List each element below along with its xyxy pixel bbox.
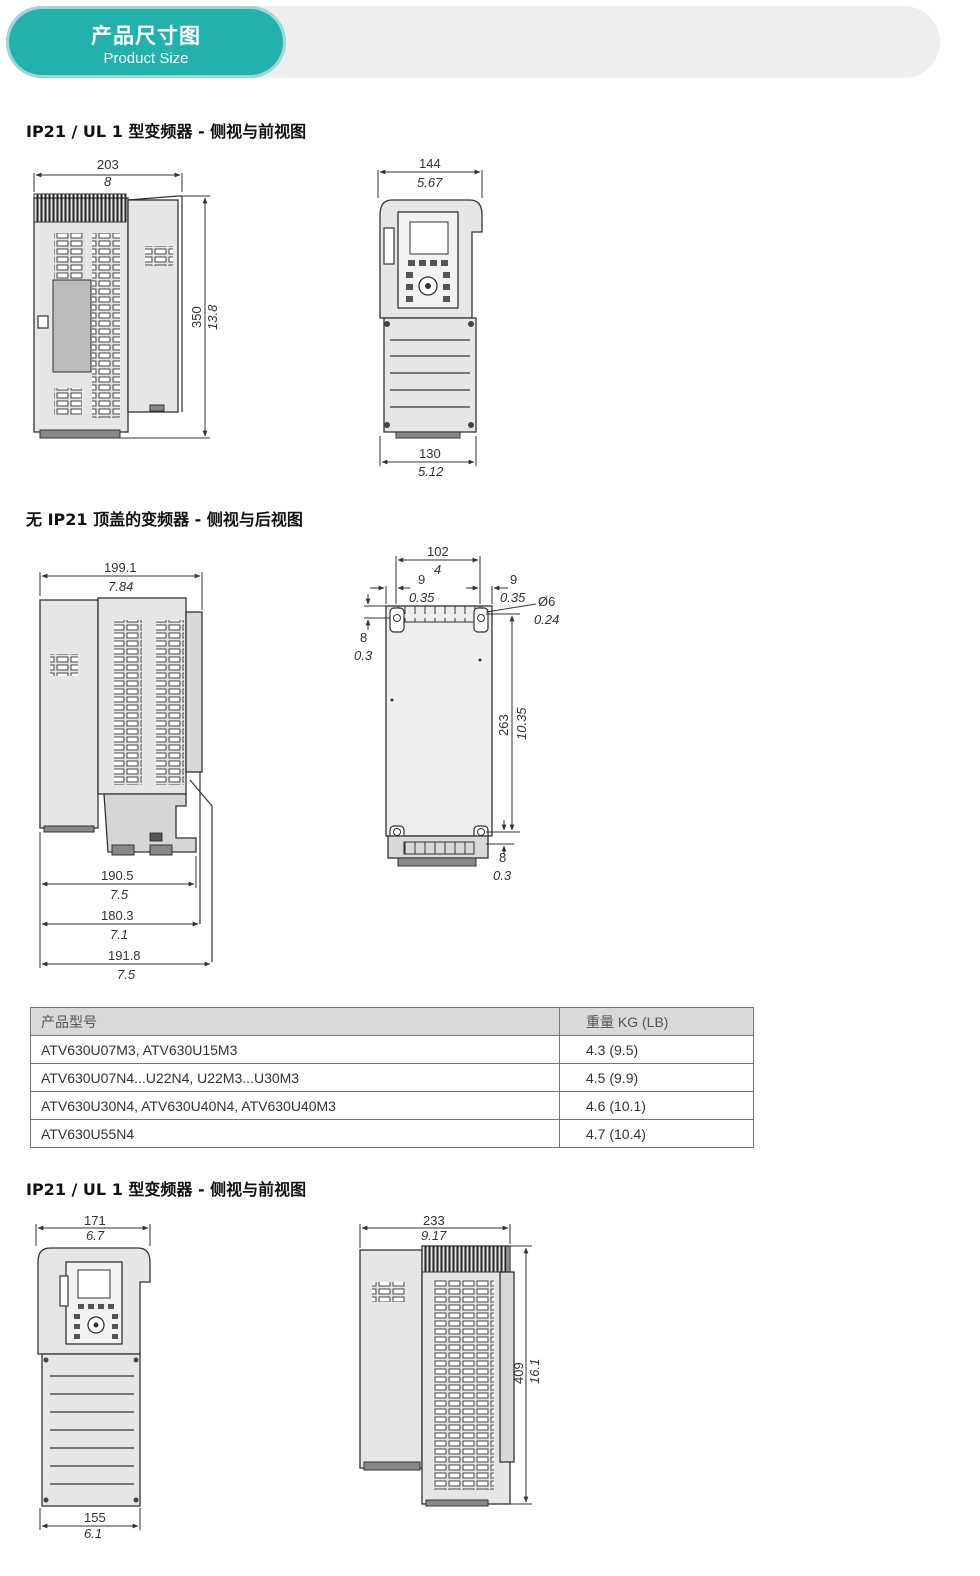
s1-front-width-in: 5.67 <box>417 175 443 190</box>
s2-back-width: 102 <box>427 544 449 559</box>
s3-front-width: 171 <box>84 1213 106 1228</box>
s2-back-view <box>385 605 493 867</box>
s3-side-height: 409 <box>511 1362 526 1384</box>
s2-offset-left: 9 <box>418 572 425 587</box>
table-cell-model: ATV630U07M3, ATV630U15M3 <box>30 1035 560 1064</box>
s1-side-dims: 203 8 350 13.8 <box>33 157 220 439</box>
s2-offset-left-in: 0.35 <box>409 590 435 605</box>
table-row: ATV630U30N4, ATV630U40N4, ATV630U40M3 4.… <box>30 1091 754 1120</box>
s2-back-dims: 102 4 9 0.35 9 0.35 Ø6 0.24 8 0.3 263 10… <box>354 544 559 883</box>
banner-title-cn: 产品尺寸图 <box>91 24 201 48</box>
s2-depth-3-in: 7.5 <box>117 967 136 982</box>
s2-depth-1-in: 7.5 <box>110 887 129 902</box>
s2-depth-2: 180.3 <box>101 908 134 923</box>
s1-front-view <box>379 199 483 439</box>
table-cell-weight: 4.3 (9.5) <box>559 1035 754 1064</box>
s1-front-dims: 144 5.67 130 5.12 <box>377 156 483 479</box>
s2-hole-diameter: Ø6 <box>538 594 555 609</box>
s2-bottom-offset: 8 <box>499 850 506 865</box>
s2-side-width: 199.1 <box>104 560 137 575</box>
s1-side-width-in: 8 <box>104 174 112 189</box>
banner-title-en: Product Size <box>103 50 189 67</box>
s1-front-bottom-width: 130 <box>419 446 441 461</box>
table-cell-model: ATV630U07N4...U22N4, U22M3...U30M3 <box>30 1063 560 1092</box>
s3-front-width-in: 6.7 <box>86 1228 105 1243</box>
table-cell-weight: 4.7 (10.4) <box>559 1119 754 1148</box>
table-header-row: 产品型号 重量 KG (LB) <box>30 1007 754 1036</box>
s2-side-width-in: 7.84 <box>108 579 133 594</box>
table-cell-weight: 4.5 (9.9) <box>559 1063 754 1092</box>
s2-hole-height-in: 10.35 <box>514 707 529 740</box>
s3-front-bottom-width-in: 6.1 <box>84 1526 102 1541</box>
s3-side-width: 233 <box>423 1213 445 1228</box>
s1-side-height: 350 <box>189 306 204 328</box>
table-row: ATV630U07N4...U22N4, U22M3...U30M3 4.5 (… <box>30 1063 754 1092</box>
table-cell-model: ATV630U30N4, ATV630U40N4, ATV630U40M3 <box>30 1091 560 1120</box>
banner-title-pill: 产品尺寸图 Product Size <box>6 6 286 78</box>
section-title-3: IP21 / UL 1 型变频器 - 侧视与前视图 <box>26 1180 307 1199</box>
weight-table: 产品型号 重量 KG (LB) ATV630U07M3, ATV630U15M3… <box>30 1007 754 1148</box>
s1-front-bottom-width-in: 5.12 <box>418 464 444 479</box>
table-cell-weight: 4.6 (10.1) <box>559 1091 754 1120</box>
table-cell-model: ATV630U55N4 <box>30 1119 560 1148</box>
s2-hole-diameter-in: 0.24 <box>534 612 559 627</box>
s3-front-dims: 171 6.7 155 6.1 <box>35 1213 151 1541</box>
table-row: ATV630U55N4 4.7 (10.4) <box>30 1119 754 1148</box>
s2-hole-height: 263 <box>496 714 511 736</box>
s2-depth-2-in: 7.1 <box>110 927 128 942</box>
section-title-2: 无 IP21 顶盖的变频器 - 侧视与后视图 <box>26 510 303 529</box>
s1-front-width: 144 <box>419 156 441 171</box>
s2-back-width-in: 4 <box>434 562 441 577</box>
table-row: ATV630U07M3, ATV630U15M3 4.3 (9.5) <box>30 1035 754 1064</box>
table-header-model: 产品型号 <box>30 1007 560 1036</box>
s2-side-dims: 199.1 7.84 190.5 7.5 180.3 7.1 191.8 7.5 <box>39 560 211 982</box>
s3-side-view <box>359 1245 515 1507</box>
s3-side-dims: 233 9.17 409 16.1 <box>359 1213 542 1505</box>
s2-depth-1: 190.5 <box>101 868 134 883</box>
s2-top-offset-in: 0.3 <box>354 648 373 663</box>
s3-side-width-in: 9.17 <box>421 1228 447 1243</box>
s1-side-width: 203 <box>97 157 119 172</box>
s2-depth-3: 191.8 <box>108 948 141 963</box>
s2-top-offset: 8 <box>360 630 367 645</box>
s2-offset-right: 9 <box>510 572 517 587</box>
s2-offset-right-in: 0.35 <box>500 590 526 605</box>
s3-front-view <box>37 1247 151 1507</box>
s3-side-height-in: 16.1 <box>527 1359 542 1384</box>
s3-front-bottom-width: 155 <box>84 1510 106 1525</box>
s1-side-view <box>33 193 183 439</box>
section-title-1: IP21 / UL 1 型变频器 - 侧视与前视图 <box>26 122 307 141</box>
s1-side-height-in: 13.8 <box>205 304 220 330</box>
table-header-weight: 重量 KG (LB) <box>559 1007 754 1036</box>
s2-bottom-offset-in: 0.3 <box>493 868 512 883</box>
s2-side-view <box>39 597 213 962</box>
